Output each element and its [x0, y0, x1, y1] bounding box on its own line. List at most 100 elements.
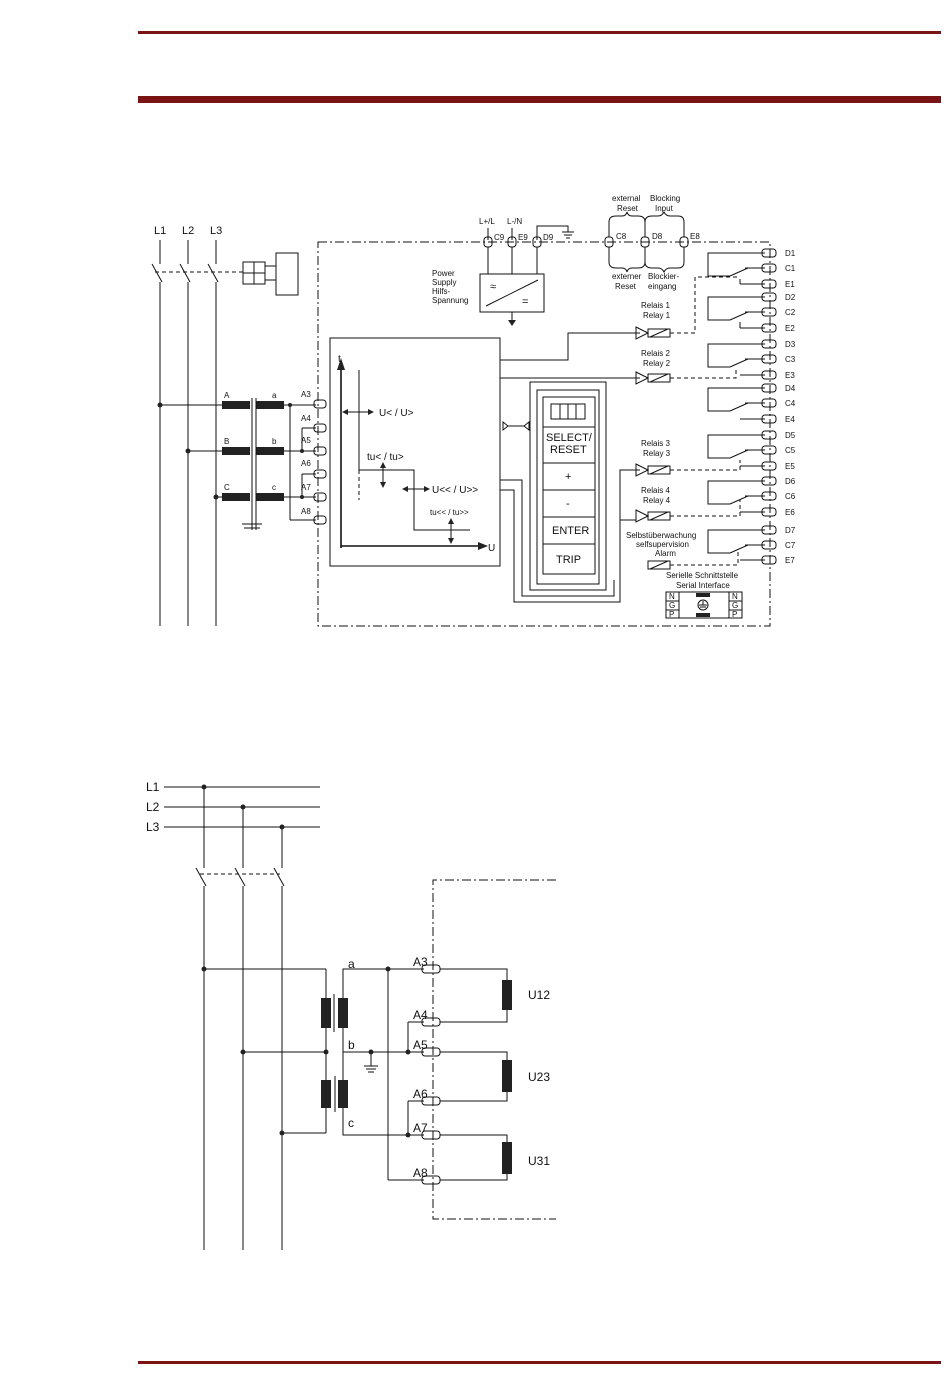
ctrl-terminal-label: E8: [690, 232, 700, 241]
serial-label: Serial Interface: [676, 581, 730, 590]
terminal-label: C7: [785, 541, 796, 550]
u-lt-label: U< / U>: [379, 408, 414, 419]
serial-pin: P: [732, 610, 737, 619]
relay-label: Relais 1: [641, 301, 670, 310]
vt-secondary-label: c: [272, 483, 276, 492]
serial-label: Serielle Schnittstelle: [666, 571, 739, 580]
terminal-label: E6: [785, 508, 795, 517]
vt-primary-label: A: [224, 391, 230, 400]
output-terminals: [761, 248, 777, 565]
ctrl-terminal-label: D8: [652, 232, 663, 241]
ps-label: Supply: [432, 278, 456, 287]
terminal-label: E7: [785, 556, 795, 565]
phase-label: L1: [154, 225, 166, 237]
terminal-label: D2: [785, 293, 796, 302]
vt-secondary-label: a: [272, 391, 277, 400]
element-label: U23: [528, 1070, 550, 1084]
measuring-element: [502, 1142, 512, 1174]
terminal-label: A5: [301, 436, 311, 445]
connection-diagram: L1 L2 L3 A B C a b c: [151, 194, 796, 627]
aux-terminal-label: D9: [543, 233, 554, 242]
u-axis-label: U: [488, 543, 495, 554]
relay-contacts: [707, 252, 765, 561]
ps-label: Spannung: [432, 296, 468, 305]
header-rule-thin: [138, 31, 941, 34]
element-label: U12: [528, 988, 550, 1002]
terminal-label: A4: [413, 1008, 428, 1022]
relay-label: Relay 2: [643, 359, 671, 368]
footer-rule: [138, 1361, 941, 1364]
aux-terminal-label: L-/N: [507, 217, 522, 226]
tu-lt-label: tu< / tu>: [367, 452, 404, 463]
terminal-label: A8: [413, 1166, 428, 1180]
characteristic-box: [329, 337, 501, 567]
reset-label: externer: [612, 272, 642, 281]
terminal-label: D7: [785, 526, 796, 535]
aux-terminal-label: L+/L: [479, 217, 495, 226]
element-label: U31: [528, 1154, 550, 1168]
terminal-label: C4: [785, 399, 796, 408]
plus-key-label: +: [565, 471, 571, 483]
terminal-label: C5: [785, 446, 796, 455]
relay-label: Relay 3: [643, 449, 671, 458]
terminal-label: A7: [413, 1121, 428, 1135]
ps-label: Hilfs-: [432, 287, 451, 296]
u-llt-label: U<< / U>>: [432, 485, 478, 496]
minus-key-label: -: [566, 498, 570, 510]
terminal-label: D4: [785, 384, 796, 393]
aux-terminal-label: E9: [518, 233, 528, 242]
terminal-label: D3: [785, 340, 796, 349]
secondary-label: a: [348, 957, 355, 971]
enter-key-label: ENTER: [552, 525, 589, 537]
phase-label: L3: [210, 225, 222, 237]
secondary-label: b: [348, 1038, 355, 1052]
tu-llt-label: tu<< / tu>>: [430, 508, 469, 517]
terminal-label: A4: [301, 414, 311, 423]
serial-pin: P: [669, 610, 674, 619]
phase-label: L3: [146, 820, 160, 834]
terminal-label: A8: [301, 507, 311, 516]
serial-pin: G: [669, 601, 675, 610]
terminal-label: D1: [785, 249, 796, 258]
terminal-label: E5: [785, 462, 795, 471]
secondary-label: c: [348, 1116, 354, 1130]
relay-label: Relais 4: [641, 486, 670, 495]
phase-label: L2: [146, 800, 160, 814]
reset-label: Reset: [617, 204, 639, 213]
vt-primary-label: B: [224, 437, 229, 446]
terminal-label: A5: [413, 1038, 428, 1052]
blocking-label: Input: [655, 204, 674, 213]
device-housing: [432, 879, 556, 1220]
terminal-label: E3: [785, 371, 795, 380]
terminal-label: E4: [785, 415, 795, 424]
select-key-label: SELECT/: [546, 432, 593, 444]
blocking-label: Blockier-: [648, 272, 679, 281]
relay-label: Relais 2: [641, 349, 670, 358]
output-terminal-labels: D1 C1 E1 D2 C2 E2 D3 C3 E3 D4 C4 E4 D5 C…: [785, 249, 796, 565]
relay-label: Relais 3: [641, 439, 670, 448]
alarm-label: Selbstüberwachung: [626, 531, 696, 540]
terminal-label: A3: [301, 390, 311, 399]
terminal-label: C6: [785, 492, 796, 501]
terminal-label: D6: [785, 477, 796, 486]
input-terminals: [421, 964, 441, 1185]
serial-pin: N: [732, 592, 738, 601]
ps-ac-symbol: ≈: [490, 281, 496, 293]
ps-dc-symbol: =: [522, 296, 528, 308]
serial-pin: G: [732, 601, 738, 610]
vt-primary-label: C: [224, 483, 230, 492]
reset-key-label: RESET: [550, 444, 587, 456]
vt-open-delta-diagram: L1 L2 L3: [146, 780, 556, 1250]
reset-label: external: [612, 194, 641, 203]
keypad-panel: [529, 381, 607, 591]
aux-terminal-label: C9: [494, 233, 505, 242]
terminal-label: A6: [413, 1087, 428, 1101]
trip-key-label: TRIP: [556, 554, 581, 566]
vt-secondary-label: b: [272, 437, 277, 446]
phase-label: L2: [182, 225, 194, 237]
blocking-label: Blocking: [650, 194, 680, 203]
terminal-label: E1: [785, 280, 795, 289]
relay-label: Relay 4: [643, 496, 671, 505]
terminal-label: A7: [301, 483, 311, 492]
